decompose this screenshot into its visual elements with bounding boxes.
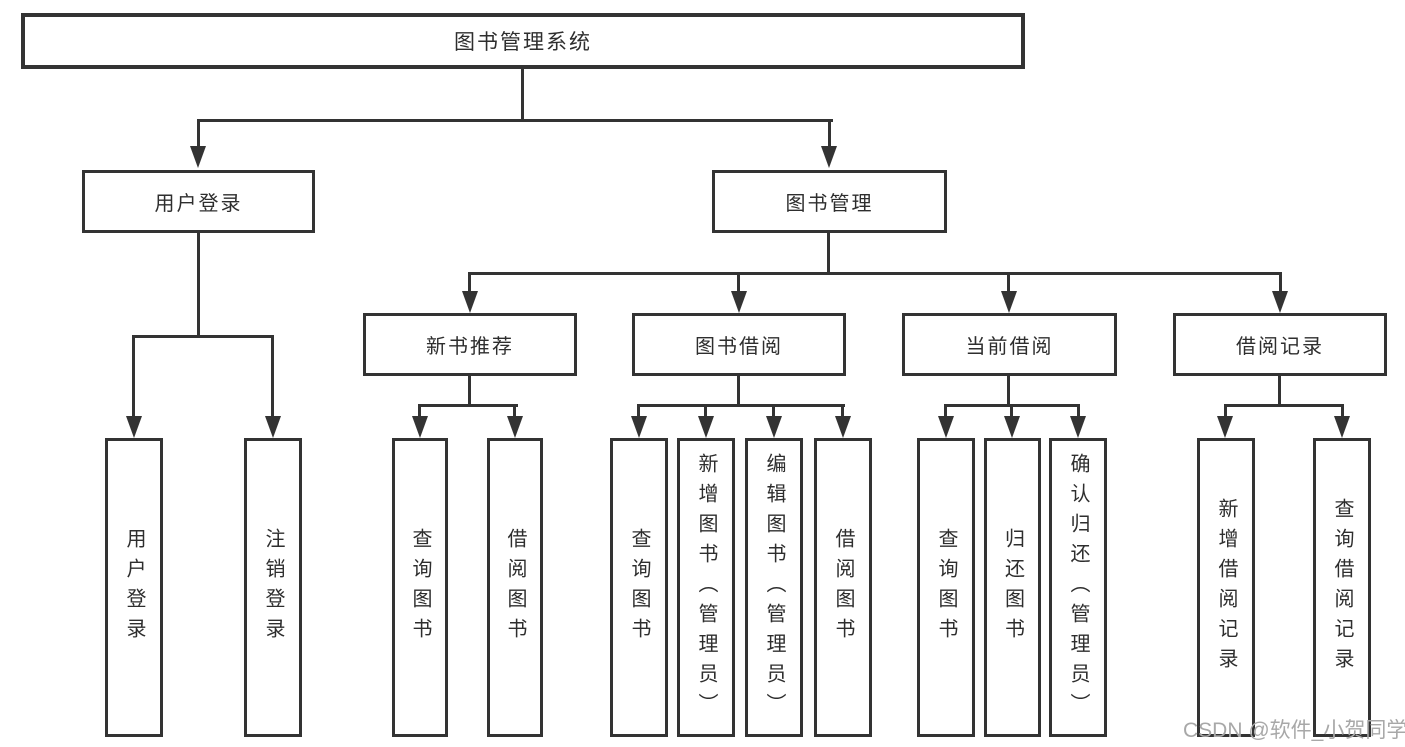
leaf-borrow-book-recommend: 借阅图书	[487, 438, 543, 737]
leaf-query-borrow-record-label: 查询借阅记录	[1331, 497, 1353, 678]
connector-line	[772, 404, 775, 424]
connector-line	[1007, 376, 1010, 407]
leaf-query-book-current-label: 查询图书	[935, 527, 957, 648]
leaf-query-book-borrow-label: 查询图书	[628, 527, 650, 648]
arrow-down-icon	[698, 416, 714, 438]
connector-line	[1007, 272, 1010, 297]
connector-line	[418, 404, 421, 424]
connector-line	[521, 69, 524, 121]
connector-line	[737, 376, 740, 407]
node-user-login-label: 用户登录	[154, 193, 243, 215]
leaf-user-login-label: 用户登录	[123, 527, 145, 648]
node-new-book-recommend: 新书推荐	[363, 313, 577, 376]
leaf-query-book-borrow: 查询图书	[610, 438, 668, 737]
connector-line	[271, 335, 274, 425]
connector-line	[1341, 404, 1344, 424]
leaf-confirm-return-admin: 确认归还（管理员）	[1049, 438, 1107, 737]
leaf-query-book-recommend-label: 查询图书	[409, 527, 431, 648]
connector-line	[1010, 404, 1013, 424]
node-borrow-records: 借阅记录	[1173, 313, 1387, 376]
leaf-logout: 注销登录	[244, 438, 302, 737]
arrow-down-icon	[1217, 416, 1233, 438]
leaf-logout-label: 注销登录	[262, 527, 284, 648]
connector-line	[828, 119, 831, 151]
arrow-down-icon	[631, 416, 647, 438]
arrow-down-icon	[731, 291, 747, 313]
connector-line	[132, 335, 135, 425]
connector-line	[468, 272, 471, 297]
connector-line	[637, 404, 845, 407]
arrow-down-icon	[1001, 291, 1017, 313]
node-book-borrow-label: 图书借阅	[695, 336, 783, 358]
arrow-down-icon	[1004, 416, 1020, 438]
leaf-borrow-book-recommend-label: 借阅图书	[504, 527, 526, 648]
connector-line	[132, 335, 274, 338]
node-root: 图书管理系统	[21, 13, 1025, 69]
arrow-down-icon	[462, 291, 478, 313]
node-book-management: 图书管理	[712, 170, 947, 233]
arrow-down-icon	[126, 416, 142, 438]
leaf-return-book-label: 归还图书	[1001, 527, 1024, 648]
leaf-edit-book-admin: 编辑图书（管理员）	[745, 438, 803, 737]
leaf-add-borrow-record-label: 新增借阅记录	[1215, 497, 1237, 678]
connector-line	[468, 376, 471, 407]
csdn-watermark: CSDN @软件_小贺同学	[1183, 719, 1405, 742]
node-borrow-records-label: 借阅记录	[1236, 336, 1324, 358]
leaf-borrow-book: 借阅图书	[814, 438, 872, 737]
arrow-down-icon	[1272, 291, 1288, 313]
connector-line	[944, 404, 947, 424]
leaf-return-book: 归还图书	[984, 438, 1041, 737]
arrow-down-icon	[412, 416, 428, 438]
node-current-borrow: 当前借阅	[902, 313, 1117, 376]
connector-line	[827, 233, 830, 275]
connector-line	[841, 404, 844, 424]
connector-line	[197, 233, 200, 338]
arrow-down-icon	[766, 416, 782, 438]
connector-line	[418, 404, 518, 407]
connector-line	[513, 404, 516, 424]
arrow-down-icon	[821, 146, 837, 168]
node-root-label: 图书管理系统	[454, 31, 592, 54]
leaf-add-borrow-record: 新增借阅记录	[1197, 438, 1255, 737]
leaf-add-book-admin-label: 新增图书（管理员）	[695, 452, 717, 723]
leaf-query-borrow-record: 查询借阅记录	[1313, 438, 1371, 737]
node-book-borrow: 图书借阅	[632, 313, 846, 376]
leaf-query-book-current: 查询图书	[917, 438, 975, 737]
arrow-down-icon	[938, 416, 954, 438]
arrow-down-icon	[835, 416, 851, 438]
connector-line	[637, 404, 640, 424]
leaf-user-login: 用户登录	[105, 438, 163, 737]
node-book-management-label: 图书管理	[785, 193, 874, 215]
arrow-down-icon	[190, 146, 206, 168]
leaf-borrow-book-label: 借阅图书	[832, 527, 854, 648]
node-current-borrow-label: 当前借阅	[965, 336, 1054, 358]
connector-line	[1279, 272, 1282, 297]
leaf-edit-book-admin-label: 编辑图书（管理员）	[763, 452, 785, 723]
node-user-login: 用户登录	[82, 170, 315, 233]
connector-line	[1224, 404, 1227, 424]
leaf-add-book-admin: 新增图书（管理员）	[677, 438, 735, 737]
node-new-book-recommend-label: 新书推荐	[426, 336, 514, 358]
connector-line	[1278, 376, 1281, 407]
leaf-confirm-return-admin-label: 确认归还（管理员）	[1067, 452, 1089, 723]
connector-line	[468, 272, 1282, 275]
arrow-down-icon	[265, 416, 281, 438]
arrow-down-icon	[1334, 416, 1350, 438]
connector-line	[1224, 404, 1344, 407]
leaf-query-book-recommend: 查询图书	[392, 438, 448, 737]
connector-line	[704, 404, 707, 424]
connector-line	[1077, 404, 1080, 424]
arrow-down-icon	[507, 416, 523, 438]
connector-line	[197, 119, 833, 122]
connector-line	[197, 119, 200, 151]
connector-line	[737, 272, 740, 297]
arrow-down-icon	[1070, 416, 1086, 438]
